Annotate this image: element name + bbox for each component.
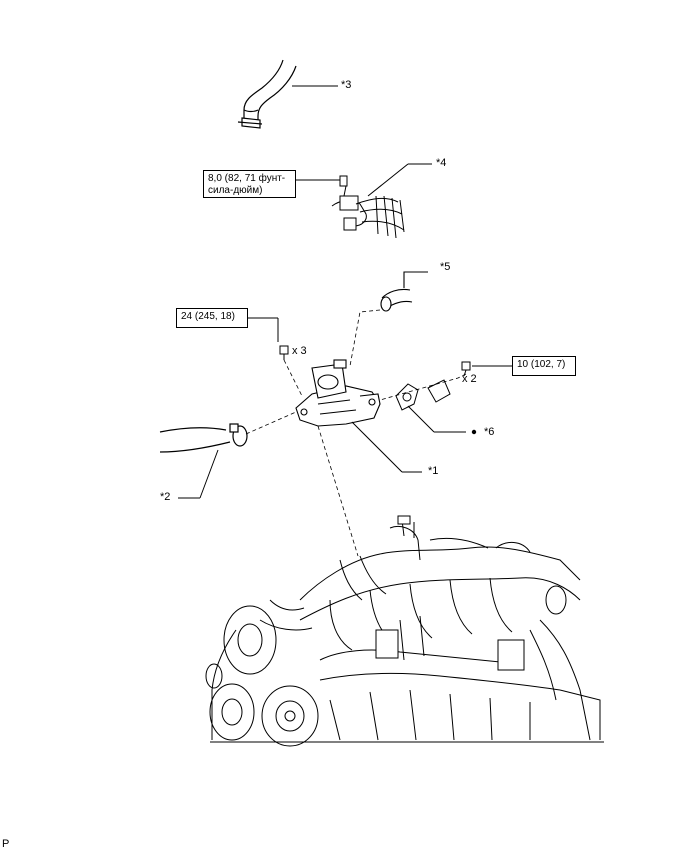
dashed-line-bolt bbox=[283, 359, 303, 397]
quantity-label-x3: x 3 bbox=[292, 345, 307, 357]
gasket-part-6 bbox=[395, 379, 451, 411]
page-corner-letter: P bbox=[2, 838, 10, 850]
torque-spec-box-1: 8,0 (82, 71 фунт-сила-дюйм) bbox=[203, 170, 296, 198]
hose-part-2 bbox=[159, 423, 248, 453]
dashed-line-2 bbox=[245, 411, 297, 435]
dashed-line-5 bbox=[349, 309, 381, 367]
leader-line-1 bbox=[351, 421, 403, 473]
torque-spec-box-3: 10 (102, 7) bbox=[512, 356, 576, 376]
new-part-bullet bbox=[471, 429, 477, 435]
leader-line-4 bbox=[367, 163, 409, 197]
torque-spec-text-2: 24 (245, 18) bbox=[181, 311, 235, 322]
engine-block bbox=[205, 515, 601, 747]
torque-spec-text-3: 10 (102, 7) bbox=[517, 359, 566, 370]
bolt-24nm bbox=[279, 345, 289, 360]
sensor-harness-part-4 bbox=[331, 175, 405, 239]
dashed-line-bolt2 bbox=[379, 373, 467, 401]
callout-label-6: *6 bbox=[484, 426, 494, 438]
valve-assembly-part-1 bbox=[295, 359, 381, 427]
callout-label-3: *3 bbox=[341, 79, 351, 91]
callout-label-4: *4 bbox=[436, 157, 446, 169]
torque-spec-box-2: 24 (245, 18) bbox=[176, 308, 248, 328]
hose-part-3 bbox=[237, 59, 297, 129]
quantity-label-x2: x 2 bbox=[462, 373, 477, 385]
callout-label-1: *1 bbox=[428, 465, 438, 477]
torque-spec-text-1: 8,0 (82, 71 фунт-сила-дюйм) bbox=[208, 173, 286, 196]
callout-label-2: *2 bbox=[160, 491, 170, 503]
leader-line-6 bbox=[407, 405, 435, 433]
leader-line-2 bbox=[199, 449, 219, 499]
dashed-line-to-engine bbox=[317, 425, 359, 557]
hose-part-5 bbox=[380, 271, 428, 312]
callout-label-5: *5 bbox=[440, 261, 450, 273]
